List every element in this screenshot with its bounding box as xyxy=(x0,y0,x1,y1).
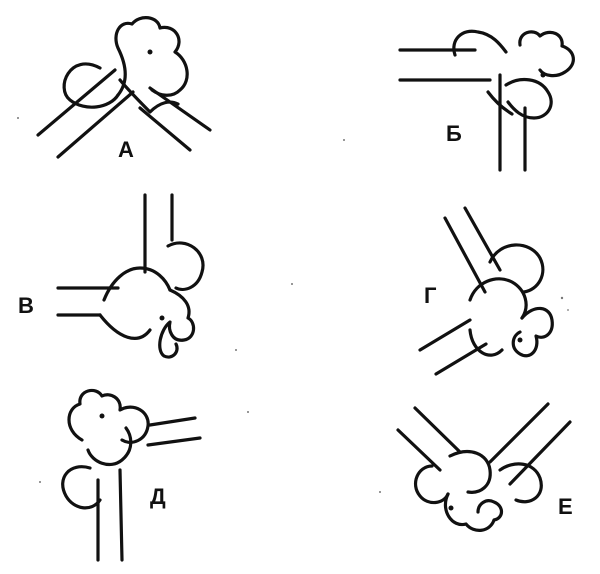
knot-panel-e: Е xyxy=(396,402,573,532)
rope-loop xyxy=(498,462,543,504)
panel-label-b: Б xyxy=(446,121,462,146)
rope-loop xyxy=(158,288,196,359)
rope-strand xyxy=(443,216,487,294)
panel-label-v: В xyxy=(18,293,34,318)
rope-strand xyxy=(56,90,135,159)
knot-panel-v: В xyxy=(18,193,205,359)
rope-loop xyxy=(114,16,189,97)
panel-label-a: А xyxy=(118,137,134,162)
rope-loop xyxy=(118,78,180,114)
rope-loop xyxy=(414,464,450,505)
knot-center-dot xyxy=(147,49,153,55)
knot-panel-a: А xyxy=(36,16,212,162)
rope-strand xyxy=(146,436,202,447)
rope-loop xyxy=(468,328,504,357)
rope-loop xyxy=(448,450,492,494)
rope-strand xyxy=(418,318,472,352)
rope-loop xyxy=(102,266,172,302)
knot-center-dot xyxy=(517,337,523,343)
rope-strand xyxy=(396,428,442,472)
knot-center-dot xyxy=(448,505,454,511)
rope-loop xyxy=(98,313,152,340)
rope-loop xyxy=(86,426,133,466)
knot-panel-b: Б xyxy=(398,29,575,172)
panel-label-g: Г xyxy=(424,283,437,308)
rope-strand xyxy=(508,420,572,486)
rope-strand xyxy=(413,406,462,454)
rope-loop xyxy=(486,90,514,116)
scan-noise xyxy=(17,117,569,493)
panel-label-d: Д xyxy=(150,484,166,509)
rope-strand xyxy=(118,468,124,562)
rope-loop xyxy=(443,492,504,532)
rope-loop xyxy=(452,29,508,57)
rope-loop xyxy=(504,77,553,120)
rope-loop xyxy=(511,306,554,358)
rope-loop xyxy=(468,277,528,320)
knot-center-dot xyxy=(99,413,105,419)
rope-loop xyxy=(62,62,120,109)
panel-label-e: Е xyxy=(558,494,573,519)
knot-center-dot xyxy=(159,315,165,321)
rope-strand xyxy=(148,416,197,427)
knot-center-dot xyxy=(540,72,546,78)
rope-loop xyxy=(61,465,102,510)
knot-panel-g: Г xyxy=(418,206,554,376)
rope-loop xyxy=(518,30,575,78)
rope-strand xyxy=(488,402,550,464)
rope-loop xyxy=(488,243,545,294)
knot-panel-d: Д xyxy=(61,388,202,562)
rope-strand xyxy=(138,106,192,152)
rope-loop xyxy=(166,241,205,292)
rope-loop xyxy=(67,388,150,444)
rope-strand xyxy=(463,206,502,272)
